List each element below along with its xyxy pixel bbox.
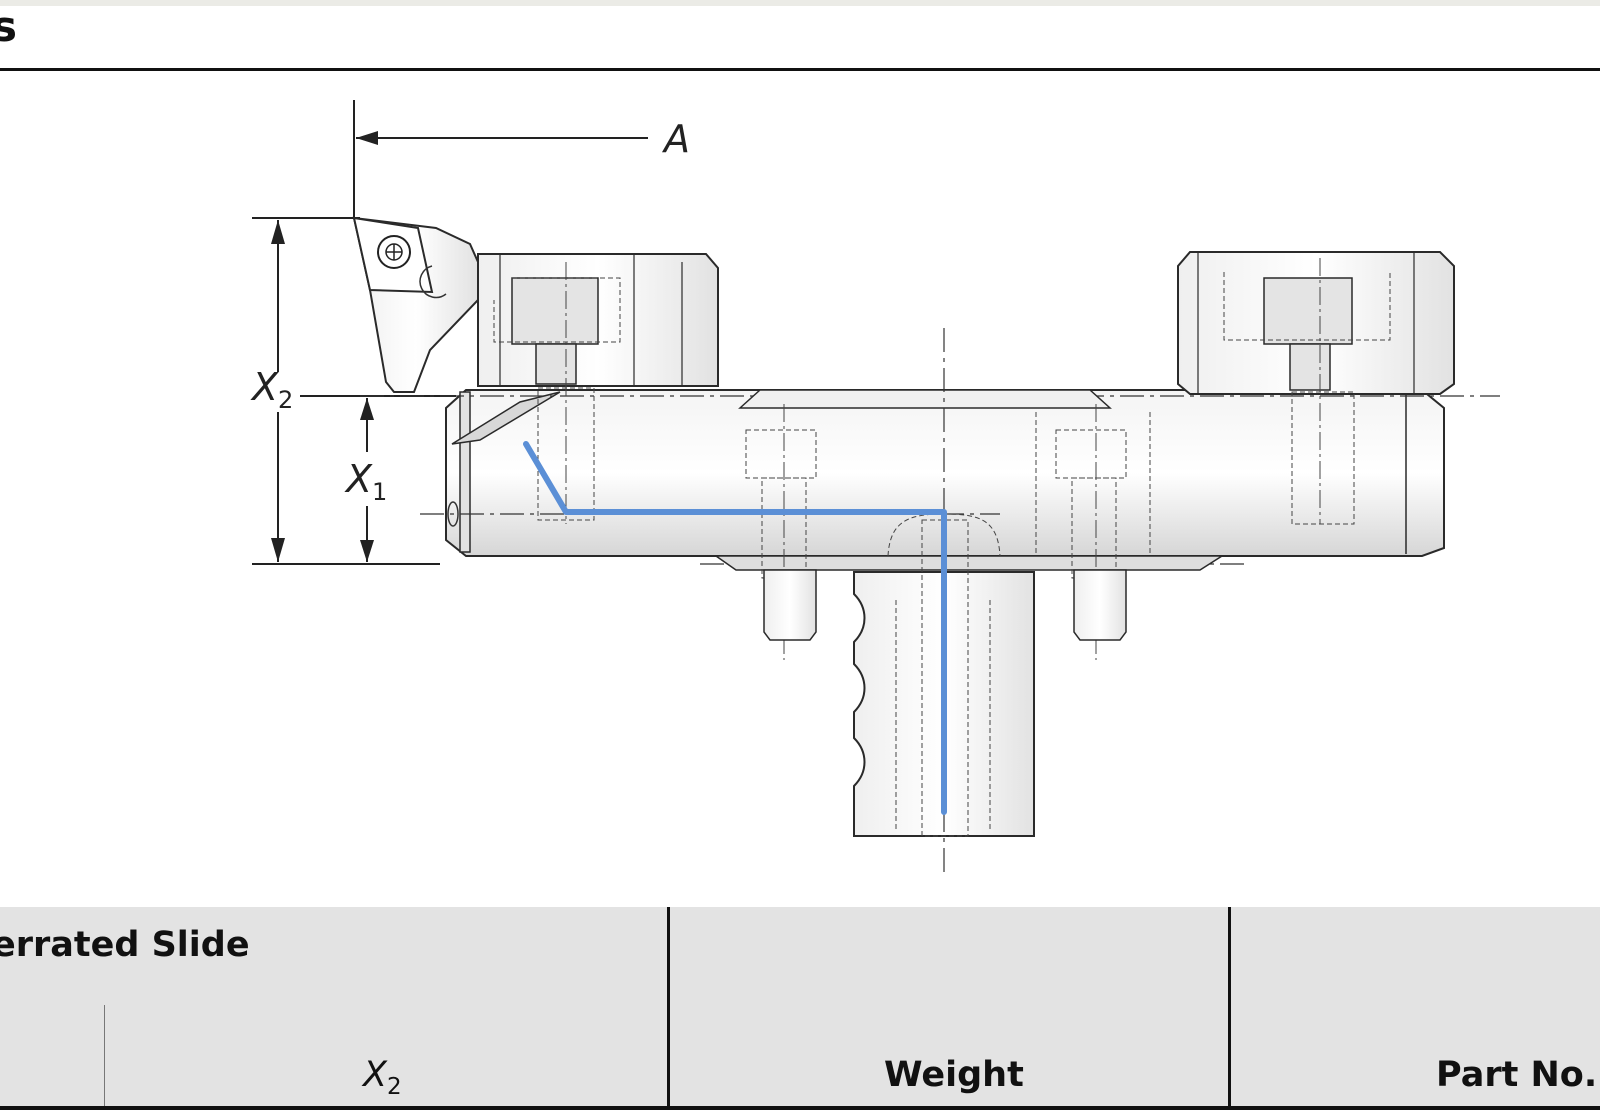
label-x2: X: [250, 365, 279, 409]
svg-text:X1: X1: [344, 457, 387, 506]
section-title: s: [0, 2, 17, 51]
label-a: A: [661, 117, 690, 161]
top-strip: [0, 0, 1600, 6]
dimension-x1: X1: [300, 395, 456, 562]
column-divider: [667, 907, 670, 1110]
tool-holder-left: [352, 216, 479, 393]
technical-drawing: A X2 X1: [250, 100, 1500, 872]
coolant-path: [523, 441, 947, 815]
spec-table: errated Slide X2 Weight Part No.: [0, 907, 1600, 1110]
dowel-pins: [763, 569, 1127, 641]
column-divider: [104, 1005, 105, 1110]
column-divider: [1228, 907, 1231, 1110]
table-rule: [0, 1106, 1600, 1110]
column-header-part-no: Part No.: [1436, 1055, 1598, 1095]
clamp-block-right: [1177, 251, 1455, 525]
main-bar: [360, 389, 1500, 565]
header-rule: [0, 68, 1600, 71]
dimension-a: A: [353, 100, 690, 218]
column-header-weight: Weight: [884, 1055, 1024, 1095]
dimension-x2: X2: [250, 217, 440, 565]
clamp-block-left: [477, 253, 719, 524]
column-header-x2: X2: [363, 1055, 402, 1100]
svg-text:X2: X2: [250, 365, 293, 414]
label-x1-sub: 1: [372, 478, 387, 506]
label-x2-sub: 2: [278, 386, 293, 414]
table-title: errated Slide: [0, 925, 250, 965]
label-x1: X: [344, 457, 373, 501]
